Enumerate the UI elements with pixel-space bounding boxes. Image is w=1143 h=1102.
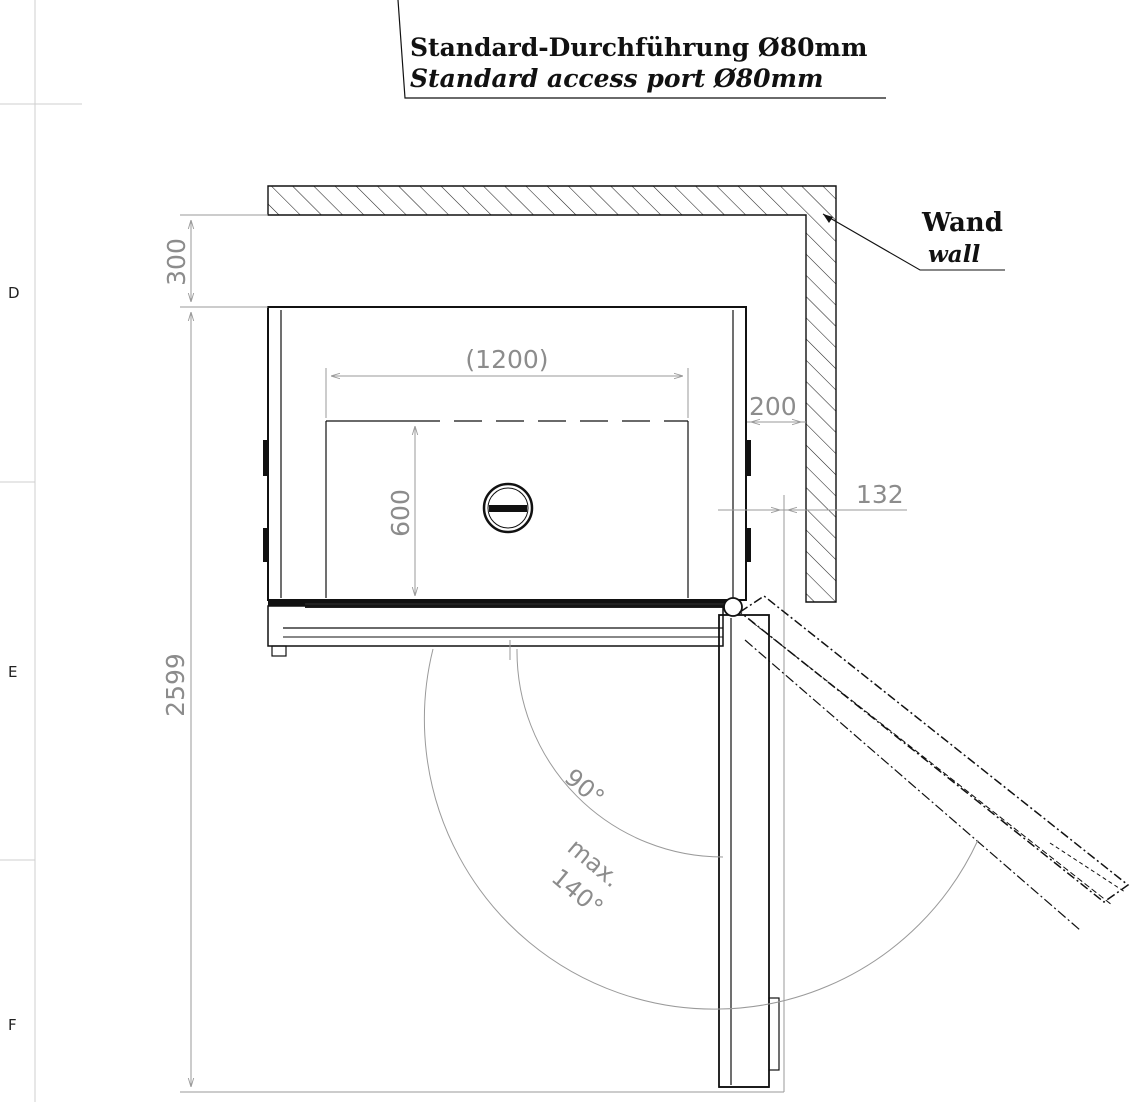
access-port-area	[325, 420, 689, 598]
drawing-frame	[0, 0, 82, 1102]
dimension-1200-label: (1200)	[465, 345, 548, 374]
wall-callout: Wand wall	[822, 208, 1005, 271]
wall-label-de: Wand	[921, 208, 1003, 238]
dimension-132	[718, 495, 907, 1092]
port-opening-icon	[482, 482, 534, 534]
dimension-132-label: 132	[856, 480, 904, 509]
dimension-1200	[325, 368, 689, 418]
cabinet	[263, 306, 751, 657]
dimension-200-label: 200	[749, 392, 797, 421]
door-90-degrees	[718, 597, 780, 1088]
dimension-2599-label: 2599	[161, 653, 190, 717]
access-port-label-en: Standard access port Ø80mm	[410, 64, 823, 93]
dimension-2599	[180, 312, 784, 1093]
access-port-callout: Standard-Durchführung Ø80mm Standard acc…	[397, 0, 886, 99]
zone-letter-e: E	[8, 663, 17, 681]
dimension-600-label: 600	[386, 489, 415, 537]
access-port-label-de: Standard-Durchführung Ø80mm	[410, 33, 867, 62]
angle-90-label: 90°	[559, 763, 610, 812]
zone-letter-f: F	[8, 1016, 17, 1034]
dimension-300-label: 300	[162, 238, 191, 286]
angle-arc-90	[509, 640, 724, 858]
zone-letter-d: D	[8, 284, 20, 302]
dimension-300	[180, 214, 268, 308]
door-140-degrees	[738, 595, 1130, 931]
wall-label-en: wall	[928, 241, 980, 268]
angle-arc-140	[423, 648, 979, 1010]
